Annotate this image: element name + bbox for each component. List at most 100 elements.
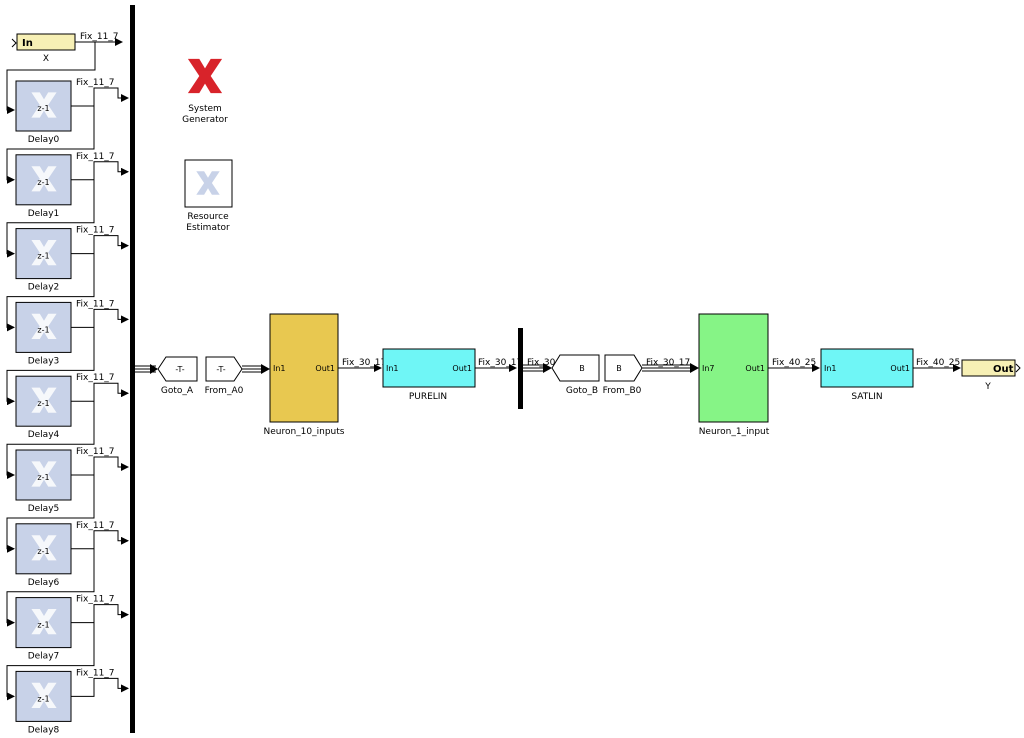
neuron1-name: Neuron_1_input: [699, 427, 770, 437]
from-a0-tag: -T-: [216, 365, 225, 374]
resource-estimator-block[interactable]: Resource Estimator: [184, 159, 233, 233]
goto-b-block[interactable]: B Goto_B: [551, 354, 600, 396]
delay-output-wire: [71, 235, 129, 255]
delay-icon-text: z-1: [37, 473, 49, 482]
delay-signal-label: Fix_11_7: [76, 447, 115, 457]
delay-output-wire: [71, 530, 129, 550]
delay-name: Delay5: [28, 504, 60, 514]
delay-signal-label: Fix_11_7: [76, 595, 115, 605]
signal-label-neuron10: Fix_30_17: [342, 358, 386, 368]
delay-icon-text: z-1: [37, 399, 49, 408]
delay-icon-text: z-1: [37, 547, 49, 556]
satlin-in-port: In1: [824, 364, 837, 373]
delay-icon-text: z-1: [37, 104, 49, 113]
delay-name: Delay0: [28, 135, 60, 145]
wire-bus-to-goto-b: [523, 363, 552, 373]
goto-a-name: Goto_A: [161, 386, 194, 396]
neuron1-out-port: Out1: [745, 364, 765, 373]
gateway-in-name: X: [43, 54, 49, 64]
delay-name: Delay8: [28, 725, 60, 735]
delay-icon-text: z-1: [37, 178, 49, 187]
neuron10-out-port: Out1: [315, 364, 335, 373]
wire-from-a0-to-neuron10: [242, 364, 270, 374]
purelin-in-port: In1: [386, 364, 399, 373]
purelin-name: PURELIN: [409, 392, 447, 402]
signal-label-from-b0: Fix_30_17: [646, 358, 690, 368]
neuron1-in-port: In7: [702, 364, 715, 373]
delay-name: Delay1: [28, 209, 60, 219]
delay-output-wire: [71, 382, 129, 402]
satlin-out-port: Out1: [890, 364, 910, 373]
system-generator-line1: System: [188, 104, 222, 114]
delay-chain: z-1Delay0Fix_11_7z-1Delay1Fix_11_7z-1Del…: [6, 78, 129, 735]
mux-bus-bar-a[interactable]: [130, 5, 135, 733]
delay-signal-label: Fix_11_7: [76, 373, 115, 383]
goto-a-block[interactable]: -T- Goto_A: [157, 356, 198, 396]
delay-signal-label: Fix_11_7: [76, 668, 115, 678]
input-port-arrow-icon: [11, 38, 17, 48]
from-b0-name: From_B0: [603, 386, 642, 396]
from-b0-tag: B: [616, 364, 622, 373]
goto-b-name: Goto_B: [566, 386, 598, 396]
goto-b-tag: B: [579, 364, 585, 373]
delay-chain-wire: [6, 622, 95, 701]
system-generator-line2: Generator: [182, 115, 228, 125]
purelin-block[interactable]: In1 Out1 PURELIN: [382, 348, 476, 402]
delay-name: Delay6: [28, 578, 60, 588]
goto-a-tag: -T-: [175, 365, 184, 374]
signal-label-purelin: Fix_30_17: [478, 358, 522, 368]
satlin-block[interactable]: In1 Out1 SATLIN: [820, 348, 914, 402]
gateway-out-label: Out: [993, 364, 1014, 375]
gateway-out-name: Y: [984, 382, 991, 392]
delay-output-wire: [71, 456, 129, 476]
system-generator-block[interactable]: System Generator: [182, 58, 228, 125]
delay-icon-text: z-1: [37, 694, 49, 703]
delay-icon-text: z-1: [37, 325, 49, 334]
neuron-1-input-block[interactable]: In7 Out1 Neuron_1_input: [698, 313, 770, 437]
delay-signal-label: Fix_11_7: [76, 78, 115, 88]
gateway-in-label: In: [22, 38, 33, 49]
wire-bus-to-goto-a: [135, 364, 158, 374]
from-a0-name: From_A0: [205, 386, 244, 396]
delay-name: Delay2: [28, 283, 60, 293]
mux-bus-bar-b[interactable]: [518, 328, 523, 409]
delay-name: Delay3: [28, 356, 60, 366]
delay-signal-label: Fix_11_7: [76, 299, 115, 309]
from-a0-block[interactable]: -T- From_A0: [205, 356, 244, 396]
signal-label-bus-b: Fix_30_17: [527, 358, 571, 368]
delay-icon-text: z-1: [37, 621, 49, 630]
signal-label-x: Fix_11_7: [80, 32, 119, 42]
delay-output-wire: [71, 677, 129, 697]
satlin-name: SATLIN: [851, 392, 882, 402]
delay-chain-wire: [6, 475, 95, 553]
delay-output-wire: [71, 161, 129, 181]
wire-x-to-delay0: [6, 42, 96, 114]
delay-signal-label: Fix_11_7: [76, 226, 115, 236]
gateway-out-block[interactable]: Out Y: [961, 359, 1021, 392]
from-b0-block[interactable]: B From_B0: [603, 354, 643, 396]
neuron10-in-port: In1: [273, 364, 286, 373]
delay-icon-text: z-1: [37, 252, 49, 261]
delay-name: Delay4: [28, 430, 60, 440]
delay-chain-wire: [6, 401, 95, 479]
delay-output-wire: [71, 87, 129, 107]
delay-chain-wire: [6, 253, 95, 332]
delay-signal-label: Fix_11_7: [76, 521, 115, 531]
resource-estimator-line1: Resource: [187, 212, 229, 222]
neuron-10-inputs-block[interactable]: In1 Out1 Neuron_10_inputs: [264, 313, 345, 437]
gateway-in-block[interactable]: In X: [11, 33, 76, 64]
signal-label-neuron1: Fix_40_25: [772, 358, 816, 368]
delay-chain-wire: [6, 179, 95, 258]
signal-label-satlin: Fix_40_25: [916, 358, 960, 368]
delay-chain-wire: [6, 548, 95, 627]
